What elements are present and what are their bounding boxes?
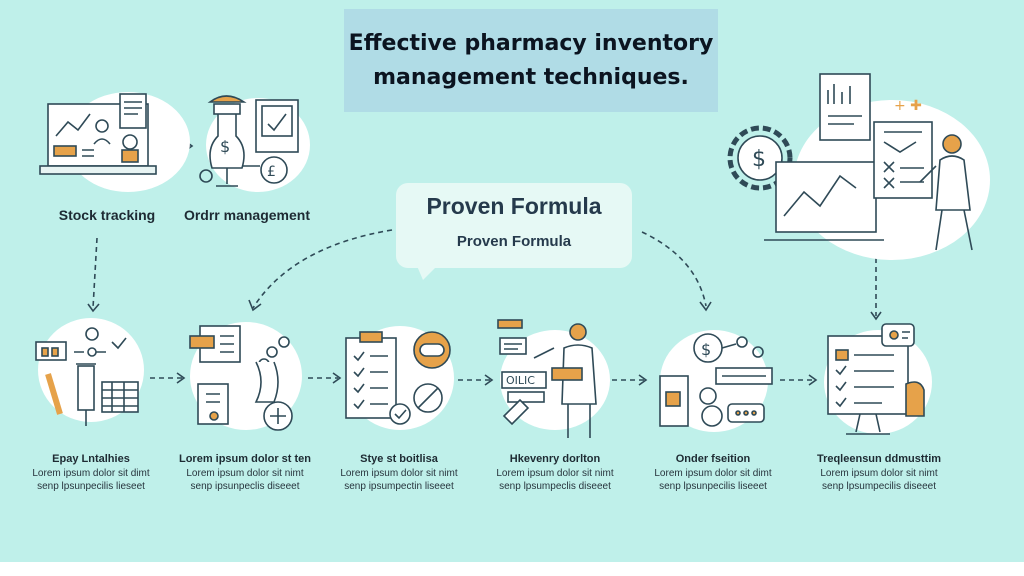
- checklist-pills-icon: [345, 331, 451, 425]
- step-6-title: Treqleensun ddmusttim: [816, 453, 942, 465]
- pharmacy-tools-icon: [35, 327, 139, 426]
- arrow-bubble-to-step5: [641, 231, 707, 307]
- order-management-label: Ordrr management: [183, 207, 311, 223]
- svg-text:$: $: [701, 340, 711, 359]
- step-1-desc: Lorem ipsum dolor sit dimt senp lpsunpec…: [32, 468, 150, 492]
- proven-formula-bubble: [396, 183, 632, 268]
- monitor-checklist-icon: [827, 323, 925, 435]
- bubble-tail: [417, 266, 437, 280]
- title-box: Effective pharmacy inventory management …: [344, 9, 718, 112]
- step-4-desc: Lorem ipsum dolor sit nimt senp lpsumpec…: [496, 468, 614, 492]
- svg-text:$: $: [752, 147, 766, 172]
- arrow-bubble-to-step2: [252, 229, 393, 309]
- step-2-title: Lorem ipsum dolor st ten: [178, 453, 311, 465]
- step-5-title: Onder fseition: [675, 453, 751, 465]
- doctor-dashboard-icon: $ + ✚: [727, 73, 973, 251]
- medicine-bottle-icon: $ £: [199, 95, 299, 187]
- bubble-heading: Proven Formula: [426, 193, 602, 219]
- svg-text:$: $: [220, 137, 230, 156]
- svg-text:OILIC: OILIC: [506, 374, 535, 387]
- page-title: Effective pharmacy inventory management …: [348, 30, 714, 90]
- step-2-desc: Lorem ipsum dolor sit nimt senp ipsunpec…: [186, 468, 304, 492]
- pharmacist-tablet-icon: OILIC: [497, 319, 597, 438]
- bubble-subheading: Proven Formula: [456, 233, 572, 250]
- connector-arrows: [87, 140, 882, 386]
- prescription-pharmacist-icon: [189, 325, 293, 431]
- step-3-desc: Lorem ipsum dolor sit nimt senp ipsumpec…: [340, 468, 458, 492]
- stock-tracking-label: Stock tracking: [58, 207, 156, 223]
- laptop-chart-icon: [39, 93, 157, 175]
- arrow-stock-to-steps: [92, 237, 98, 309]
- step-4-title: Hkevenry dorlton: [509, 453, 601, 465]
- svg-text:£: £: [267, 164, 276, 180]
- step-1-title: Epay Lntalhies: [52, 453, 130, 465]
- svg-text:+ ✚: + ✚: [894, 98, 922, 114]
- step-5-desc: Lorem ipsum dolor sit dimt senp lpsunpec…: [654, 468, 772, 492]
- order-fulfillment-icon: $: [659, 333, 773, 427]
- step-6-desc: Lorem ipsum dolor sit nimt senp lpsumpec…: [820, 468, 938, 492]
- step-3-title: Stye st boitlisa: [360, 453, 438, 465]
